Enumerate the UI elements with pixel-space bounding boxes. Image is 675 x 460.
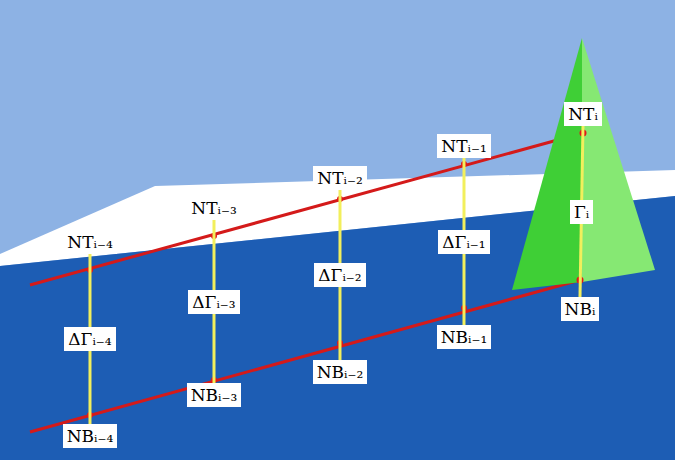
height-difference-label: ΔΓᵢ₋₃	[192, 292, 235, 312]
point-label: NBᵢ₋₃	[191, 385, 238, 405]
point-label: NTᵢ₋₄	[67, 232, 112, 252]
point-label: NTᵢ	[568, 104, 598, 124]
bottom-red-line	[30, 280, 580, 432]
point-label: NTᵢ₋₃	[191, 198, 236, 218]
point-label: NTᵢ₋₂	[317, 168, 362, 188]
point-label-box: NTᵢ	[564, 102, 602, 126]
red-dots	[87, 130, 587, 419]
point-label: NBᵢ₋₂	[317, 362, 364, 382]
edge-label-box: ΔΓᵢ₋₁	[438, 230, 489, 254]
height-difference-label: ΔΓᵢ₋₄	[68, 329, 111, 349]
edge-label-box: Γᵢ	[570, 200, 593, 224]
tree-cone-right	[582, 38, 655, 282]
edge-label-box: ΔΓᵢ₋₂	[314, 263, 365, 287]
point-label-box: NTᵢ₋₃	[187, 196, 240, 220]
tree-cone-left	[512, 38, 582, 290]
height-difference-label: ΔΓᵢ₋₂	[318, 265, 361, 285]
point-label: NBᵢ₋₄	[67, 426, 114, 446]
point-label-box: NBᵢ₋₂	[313, 360, 368, 384]
point-label-box: NTᵢ₋₄	[63, 230, 116, 254]
point-label: NBᵢ	[565, 299, 596, 319]
point-label-box: NBᵢ₋₄	[63, 424, 118, 448]
edge-label-box: ΔΓᵢ₋₄	[64, 327, 115, 351]
height-difference-label: Γᵢ	[574, 202, 589, 222]
point-label: NBᵢ₋₁	[441, 327, 488, 347]
height-difference-label: ΔΓᵢ₋₁	[442, 232, 485, 252]
point-label-box: NBᵢ₋₁	[437, 325, 492, 349]
point-label-box: NTᵢ₋₂	[313, 166, 366, 190]
point-label-box: NBᵢ₋₃	[187, 383, 242, 407]
point-label-box: NTᵢ₋₁	[437, 134, 490, 158]
edge-label-box: ΔΓᵢ₋₃	[188, 290, 239, 314]
point-label-box: NBᵢ	[561, 297, 600, 321]
point-label: NTᵢ₋₁	[441, 136, 486, 156]
top-red-line	[30, 133, 583, 285]
